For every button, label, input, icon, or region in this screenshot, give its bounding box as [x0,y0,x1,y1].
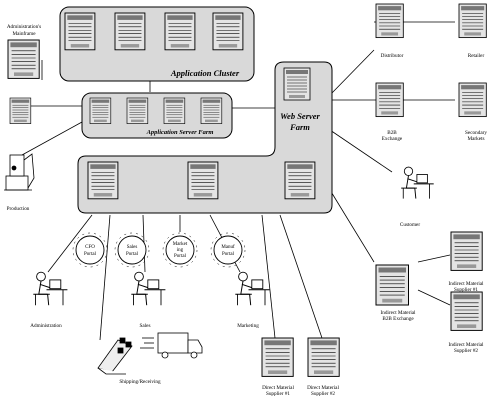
label-indirect-supplier-2-b: Supplier #2 [454,348,478,354]
person-icon-sales [130,271,166,306]
label-b2b-exchange-2: Exchange [382,136,403,142]
server-icon-app-cluster-3 [164,12,196,51]
label-production: Production [7,206,30,212]
label-retailer: Retailer [468,53,485,59]
server-icon-indirect-supplier-2 [450,291,483,331]
web-server-farm-group [77,61,333,214]
server-icon-direct-supplier-2 [307,337,340,377]
server-icon-web-farm-top [283,67,311,101]
server-icon-admin-mainframe [7,39,40,80]
person-icon-marketing [234,271,270,306]
server-icon-indirect-b2b-exchange [375,264,410,306]
person-icon-administration [32,271,68,306]
server-icon-app-farm-3 [163,97,186,124]
server-icon-app-cluster-1 [64,12,96,51]
server-icon-app-farm-4 [200,97,223,124]
label-indirect-b2b-exchange-a: Indirect Material [381,310,417,316]
server-icon-b2b-exchange [375,82,404,118]
server-icon-app-cluster-2 [114,12,146,51]
label-direct-supplier-1-b: Supplier #1 [266,391,290,397]
label-direct-supplier-2-a: Direct Material [307,385,339,391]
portal-marketing[interactable] [162,232,198,268]
label-secondary-markets-1: Secondary [465,130,487,136]
label-indirect-b2b-exchange-b: B2B Exchange [382,316,414,322]
label-admin-mainframe-2: Mainframe [12,30,36,37]
server-icon-app-farm-1 [89,97,112,124]
label-manuf-portal-1: Manuf [221,245,235,250]
label-administration: Administration [30,323,62,329]
label-cfo-portal-1: CFO [85,245,95,250]
server-icon-app-farm-2 [126,97,149,124]
application-server-farm-group [81,92,233,139]
server-icon-admin-small [9,97,32,124]
label-marketing-portal-2: ing [177,248,184,253]
label-indirect-supplier-1-b: Supplier #1 [454,287,478,293]
label-admin-mainframe-1: Administration's [7,24,41,30]
server-icon-retailer [458,3,487,39]
label-marketing-portal-3: Portal [174,254,187,259]
portal-manuf[interactable] [210,232,246,268]
server-icon-web-farm-3 [284,161,316,200]
label-sales-portal-2: Portal [126,252,139,257]
server-icon-distributor [375,3,404,39]
delivery-truck-icon [140,332,203,359]
label-cfo-portal-2: Portal [84,252,97,257]
label-b2b-exchange-1: B2B [387,130,397,136]
production-machine-icon [4,153,35,191]
server-icon-app-cluster-4 [212,12,244,51]
label-secondary-markets-2: Markets [468,136,485,142]
portal-cfo[interactable] [72,232,108,268]
server-icon-web-farm-2 [187,161,219,200]
server-icon-secondary-markets [458,82,487,118]
label-customer: Customer [400,222,420,228]
web-server-farm-title-line2: Farm [289,122,310,132]
shipping-dock-icon [97,337,133,375]
server-icon-web-farm-1 [87,161,119,200]
portal-sales[interactable] [114,232,150,268]
label-marketing-portal-1: Market [173,242,188,247]
label-distributor: Distributor [381,53,404,59]
application-server-farm-title: Application Server Farm [146,129,214,136]
label-sales: Sales [140,323,151,329]
label-manuf-portal-2: Portal [222,252,235,257]
label-indirect-supplier-1-a: Indirect Material [449,281,485,287]
label-direct-supplier-1-a: Direct Material [262,385,294,391]
label-shipping-receiving: Shipping/Receiving [119,379,161,385]
web-server-farm-title-line1: Web Server [280,111,320,121]
person-icon-customer [400,166,435,200]
server-icon-direct-supplier-1 [261,337,294,377]
label-direct-supplier-2-b: Supplier #2 [311,391,335,397]
application-cluster-group [59,6,255,82]
label-sales-portal-1: Sales [127,245,138,250]
application-cluster-title: Application Cluster [170,68,240,78]
label-marketing: Marketing [237,323,259,329]
label-indirect-supplier-2-a: Indirect Material [449,342,485,348]
server-icon-indirect-supplier-1 [450,231,483,271]
